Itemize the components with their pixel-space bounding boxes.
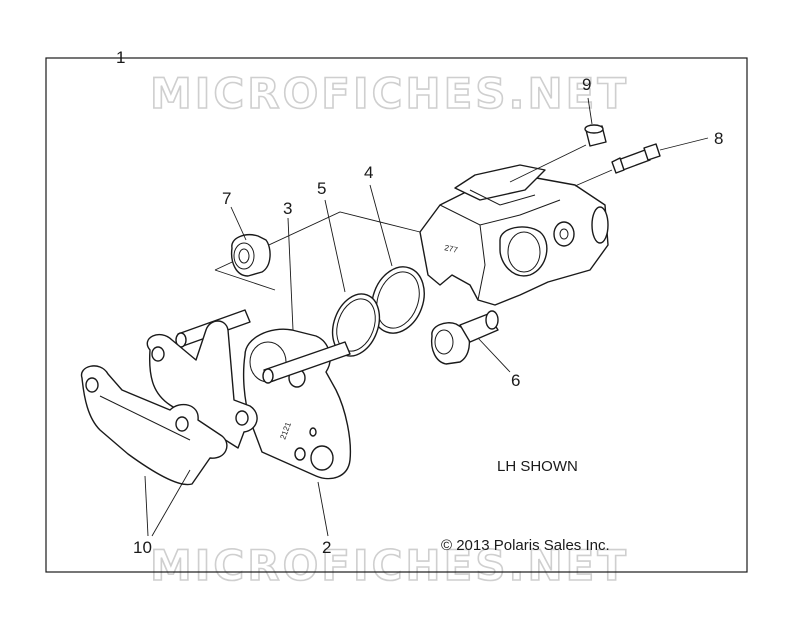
- boot-7: [230, 234, 271, 277]
- callout-1: 1: [116, 48, 125, 67]
- callout-5: 5: [317, 179, 326, 198]
- callout-3: 3: [283, 199, 292, 218]
- leader-10a: [144, 475, 149, 537]
- leader-9: [587, 97, 593, 125]
- slide-pin-6: [430, 310, 499, 365]
- callout-8: 8: [714, 129, 723, 148]
- caliper-body: 277: [419, 164, 609, 306]
- callout-6: 6: [511, 371, 520, 390]
- callout-7: 7: [222, 189, 231, 208]
- seal-4: [371, 266, 425, 334]
- seal-5: [331, 293, 381, 357]
- callout-2: 2: [322, 538, 331, 557]
- callout-9: 9: [582, 75, 591, 94]
- callout-10: 10: [133, 538, 152, 557]
- leader-6: [477, 337, 511, 373]
- bleeder-screw-8: [611, 143, 661, 174]
- watermark-top: MICROFICHES.NET: [150, 69, 629, 118]
- watermark-bottom: MICROFICHES.NET: [150, 541, 629, 590]
- assembly-frame: [45, 57, 748, 573]
- caliper-stamp: 277: [444, 243, 459, 255]
- view-note: LH SHOWN: [497, 458, 578, 475]
- leader-10b: [151, 469, 191, 537]
- axis-8: [574, 169, 613, 187]
- leader-3: [287, 217, 294, 331]
- leader-8: [659, 137, 709, 151]
- leader-2: [317, 481, 329, 537]
- axis-9: [509, 144, 587, 183]
- leader-7: [230, 206, 247, 241]
- bracket-2: 2121: [242, 328, 352, 480]
- plane-line-left: [214, 269, 276, 291]
- brake-pads-10: [80, 320, 258, 486]
- callout-4: 4: [364, 163, 373, 182]
- copyright-note: © 2013 Polaris Sales Inc.: [441, 537, 610, 554]
- leader-5: [324, 199, 346, 293]
- leader-4: [369, 184, 393, 267]
- cap-9: [584, 124, 607, 147]
